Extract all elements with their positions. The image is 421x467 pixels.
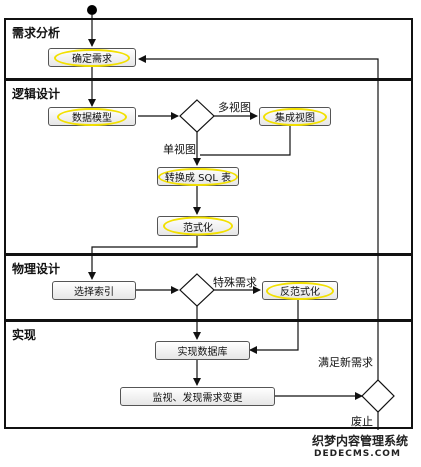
decision-special-needs	[179, 273, 215, 307]
decision-new-needs	[361, 379, 395, 413]
edge-label-discard: 废止	[351, 415, 373, 428]
start-node	[87, 5, 97, 15]
node-convert-sql: 转换成 SQL 表	[157, 167, 239, 186]
node-confirm-requirements: .n1::before{} 确定需求	[48, 48, 136, 67]
node-convert-sql-label: 转换成 SQL 表	[164, 173, 232, 184]
node-monitor-label: 监视、发现需求变更	[152, 393, 243, 404]
node-integrate-views-label: 集成视图	[275, 113, 315, 124]
lane-title-requirements: 需求分析	[12, 26, 61, 40]
node-implement-db: 实现数据库	[155, 341, 250, 360]
node-denormalize: 反范式化	[262, 281, 338, 300]
decision-view-type	[179, 99, 215, 133]
node-denormalize-label: 反范式化	[280, 287, 320, 298]
node-confirm-requirements-label: 确定需求	[72, 54, 112, 65]
lane-title-implementation: 实现	[12, 328, 37, 342]
node-select-index-label: 选择索引	[74, 287, 114, 298]
node-data-model-label: 数据模型	[72, 113, 112, 124]
node-monitor: 监视、发现需求变更	[120, 387, 275, 406]
edge-label-new-needs: 满足新需求	[318, 356, 373, 369]
lane-title-physical: 物理设计	[12, 262, 61, 276]
node-data-model: 数据模型	[48, 107, 136, 126]
node-normalize: 范式化	[157, 216, 239, 236]
node-integrate-views: 集成视图	[259, 107, 331, 126]
watermark-domain: DEDECMS.COM	[314, 449, 401, 459]
edge-label-single-view: 单视图	[163, 143, 196, 156]
watermark-title: 织梦内容管理系统	[312, 434, 409, 448]
edge-label-special-needs: 特殊需求	[213, 276, 257, 289]
lane-implementation: 实现	[4, 320, 413, 429]
node-select-index: 选择索引	[52, 281, 136, 300]
edge-label-multi-view: 多视图	[218, 101, 251, 114]
lane-title-logical: 逻辑设计	[12, 87, 61, 101]
node-implement-db-label: 实现数据库	[177, 347, 228, 358]
node-normalize-label: 范式化	[183, 222, 213, 234]
